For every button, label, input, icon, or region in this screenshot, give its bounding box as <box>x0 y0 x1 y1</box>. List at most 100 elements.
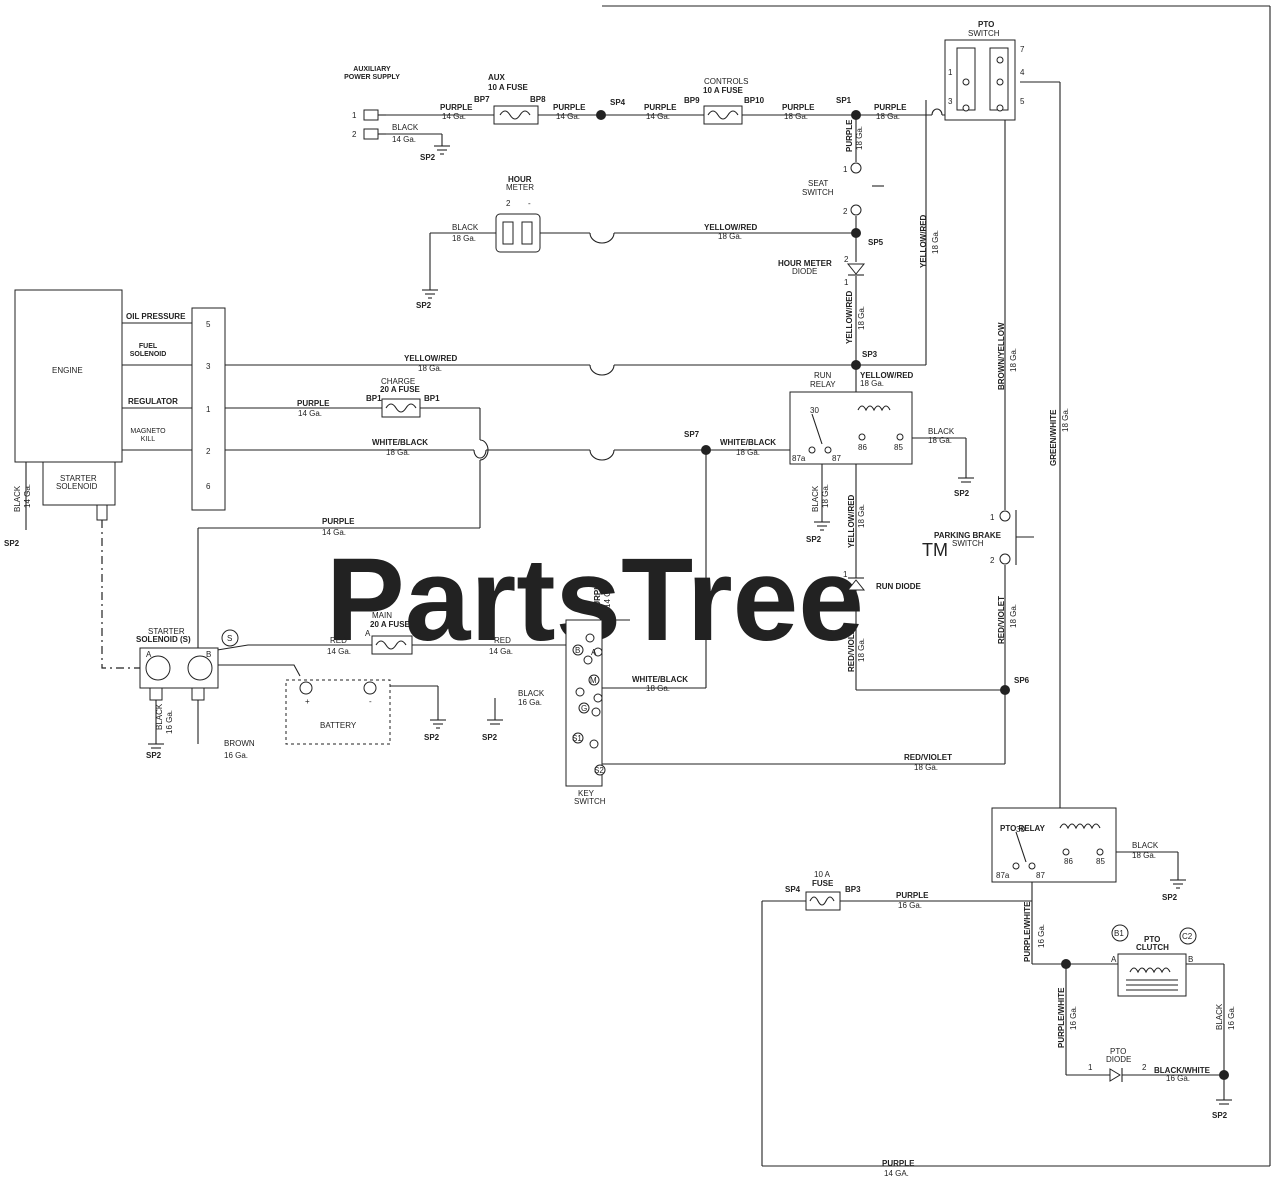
pto-diode-title: PTO <box>1110 1047 1126 1056</box>
run-relay-pin-85: 85 <box>894 443 903 452</box>
label-sp2-ptodiode: SP2 <box>1212 1111 1228 1120</box>
controls-fuse-in: BP9 <box>684 96 700 105</box>
run-relay-subtitle: RELAY <box>810 380 836 389</box>
pto-relay: PTO RELAY 30 87a 87 86 85 <box>991 807 1117 883</box>
aux-fuse-out: BP8 <box>530 95 546 104</box>
wl-16ga-pw-1: 16 Ga. <box>1037 924 1046 948</box>
run-relay-pin-87a: 87a <box>792 454 806 463</box>
wl-18ga-rv-bottom: 18 Ga. <box>914 763 938 772</box>
key-switch-term-s2: S2 <box>594 766 604 775</box>
wl-18ga-run: 18 Ga. <box>857 504 866 528</box>
pto-switch: PTO SWITCH 7 1 4 3 5 <box>944 20 1025 121</box>
label-sp7: SP7 <box>684 430 700 439</box>
pto-clutch-pin-a: A <box>1111 955 1117 964</box>
wl-14ga-bottom: 14 GA. <box>884 1169 909 1178</box>
key-switch-title: KEY <box>578 789 595 798</box>
wl-14ga-red-2: 14 Ga. <box>489 647 513 656</box>
label-sp3: SP3 <box>862 350 878 359</box>
pto-clutch-title: PTO <box>1144 935 1160 944</box>
engine-fuel-solenoid: FUEL SOLENOID <box>129 343 167 358</box>
hour-meter-title: HOUR <box>508 175 532 184</box>
label-sp2-hour: SP2 <box>416 301 432 310</box>
wl-whiteblack-relay: WHITE/BLACK <box>720 438 776 447</box>
engine-pin-3: 3 <box>206 362 211 371</box>
wl-18ga-rv-pb: 18 Ga. <box>1009 604 1018 628</box>
label-sp2-starter: SP2 <box>146 751 162 760</box>
wl-purple-reg: PURPLE <box>297 399 330 408</box>
wl-yellowred-diode: YELLOW/RED <box>845 290 854 344</box>
key-switch: B A M G S1 S2 KEY SWITCH <box>565 619 606 806</box>
controls-fuse-out: BP10 <box>744 96 765 105</box>
hour-meter: HOUR METER 2 - <box>495 175 541 253</box>
wl-18ga-seat: 18 Ga. <box>855 126 864 150</box>
wl-black-engine: BLACK <box>13 485 22 512</box>
label-sp2-engine: SP2 <box>4 539 20 548</box>
hour-meter-diode: HOUR METER DIODE 2 1 <box>778 255 866 287</box>
wl-14ga-3: 14 Ga. <box>646 112 670 121</box>
wl-16ga-pw-2: 16 Ga. <box>1069 1006 1078 1030</box>
ground-symbols <box>148 145 1232 1105</box>
label-sp2-battery: SP2 <box>424 733 440 742</box>
wl-18ga-rv-run: 18 Ga. <box>857 638 866 662</box>
wl-16ga-starter: 16 Ga. <box>165 710 174 734</box>
wl-purple-bottom: PURPLE <box>882 1159 915 1168</box>
wl-black-starter: BLACK <box>155 703 164 730</box>
pto-diode-pin2: 2 <box>1142 1063 1147 1072</box>
wl-18ga-gw: 18 Ga. <box>1061 408 1070 432</box>
wl-purple-4: PURPLE <box>782 103 815 112</box>
wl-black-hm: BLACK <box>452 223 479 232</box>
run-relay: RUN RELAY 30 87a 87 86 85 <box>789 371 913 465</box>
wl-18ga-wb-relay: 18 Ga. <box>736 448 760 457</box>
wl-18ga-fuel: 18 Ga. <box>418 364 442 373</box>
controls-fuse-title: CONTROLS <box>704 77 748 86</box>
wl-yellowred-fuel: YELLOW/RED <box>404 354 458 363</box>
label-sp2-ptorelay: SP2 <box>1162 893 1178 902</box>
key-switch-term-b: B <box>575 646 580 655</box>
label-sp2-aux: SP2 <box>420 153 436 162</box>
parking-brake-pin2: 2 <box>990 556 995 565</box>
wl-purple-pto: PURPLE <box>896 891 929 900</box>
wl-18ga-pto-yr: 18 Ga. <box>931 230 940 254</box>
label-sp4: SP4 <box>610 98 626 107</box>
main-fuse-out: B <box>416 629 421 638</box>
pto-clutch-badge2: C2 <box>1182 932 1193 941</box>
pto-switch-title: PTO <box>978 20 994 29</box>
wl-18ga-mag: 18 Ga. <box>386 448 410 457</box>
battery-plus: + <box>305 697 310 706</box>
wl-blackwhite: BLACK/WHITE <box>1154 1066 1211 1075</box>
wl-black-key: BLACK <box>518 689 545 698</box>
wl-yellowred-pto: YELLOW/RED <box>919 214 928 268</box>
wl-black-aux: BLACK <box>392 123 419 132</box>
starter-solenoid-pin-a: A <box>146 650 152 659</box>
wl-16ga-pto: 16 Ga. <box>898 901 922 910</box>
wl-purplewhite-2: PURPLE/WHITE <box>1057 987 1066 1048</box>
aux-fuse-in: BP7 <box>474 95 490 104</box>
engine-starter-solenoid: STARTER SOLENOID <box>42 461 116 521</box>
key-switch-term-g: G <box>581 704 587 713</box>
wl-14ga-reg: 14 Ga. <box>298 409 322 418</box>
wl-purple-seat: PURPLE <box>845 119 854 152</box>
wl-18ga-diode: 18 Ga. <box>857 306 866 330</box>
pto-relay-title: PTO RELAY <box>1000 824 1046 833</box>
main-fuse-in: A <box>365 629 371 638</box>
run-diode: RUN DIODE 1 2 <box>843 570 922 604</box>
parking-brake-title: PARKING BRAKE <box>934 531 1002 540</box>
splice-labels: SP4 SP1 SP5 SP3 SP7 SP6 SP2 SP2 SP2 SP2 … <box>4 96 1228 1120</box>
label-sp5: SP5 <box>868 238 884 247</box>
hmd-pin1: 1 <box>844 278 849 287</box>
wl-purple-5: PURPLE <box>874 103 907 112</box>
charge-fuse-rating: 20 A FUSE <box>380 385 421 394</box>
wl-18ga-4: 18 Ga. <box>784 112 808 121</box>
starter-solenoid: A B STARTER SOLENOID (S) S <box>136 627 239 701</box>
engine-pin-2: 2 <box>206 447 211 456</box>
wl-18ga-black-runrelay: 18 Ga. <box>821 484 830 508</box>
seat-switch-pin2: 2 <box>843 207 848 216</box>
wire-labels: PURPLE 14 Ga. BLACK 14 Ga. PURPLE 14 Ga.… <box>224 103 1211 1178</box>
wl-yellowred-relay: YELLOW/RED <box>860 371 914 380</box>
engine-pin-6: 6 <box>206 482 211 491</box>
wl-red-1: RED <box>330 636 347 645</box>
pto-relay-pin-30: 30 <box>1016 825 1025 834</box>
engine-starter-subtitle: SOLENOID <box>56 482 98 491</box>
wl-14ga-engine: 14 Ga. <box>23 484 32 508</box>
pto-fuse-in: SP4 <box>785 885 801 894</box>
